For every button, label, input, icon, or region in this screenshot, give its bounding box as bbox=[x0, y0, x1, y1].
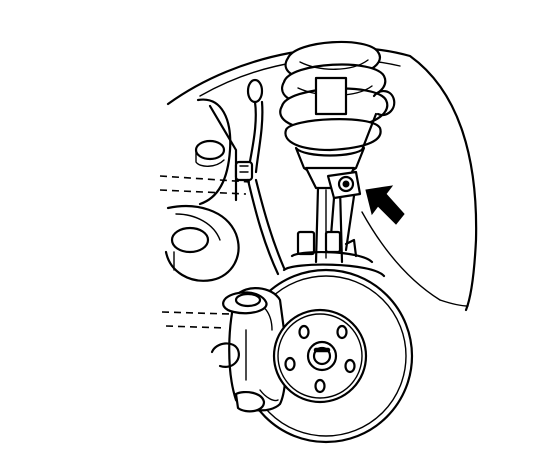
brake-caliper bbox=[210, 287, 288, 413]
strut-bracket bbox=[296, 170, 362, 258]
stud-holes bbox=[284, 324, 356, 394]
steering-knuckle bbox=[282, 250, 386, 278]
pointer-arrow-icon bbox=[365, 185, 405, 225]
body-structure bbox=[159, 98, 251, 329]
brake-hose bbox=[234, 78, 286, 276]
